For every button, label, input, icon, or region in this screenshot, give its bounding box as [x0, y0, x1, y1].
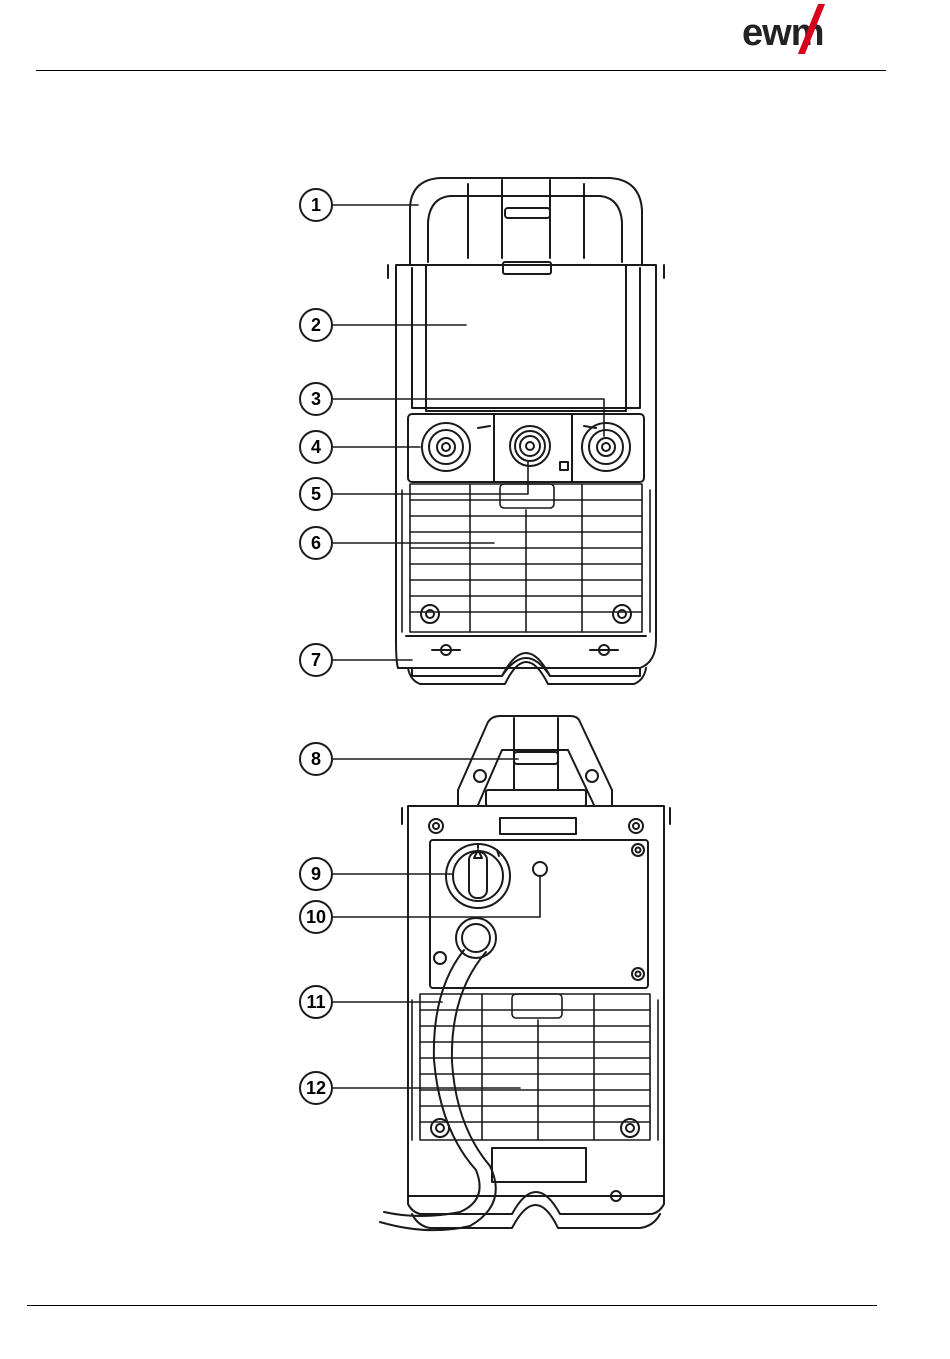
callout-11: 11 [300, 986, 332, 1018]
main-switch [446, 844, 510, 908]
callout-label: 12 [306, 1078, 326, 1098]
callout-label: 9 [311, 864, 321, 884]
callout-label: 11 [306, 992, 325, 1012]
callout-label: 7 [311, 650, 321, 670]
callout-7: 7 [300, 644, 332, 676]
callout-12: 12 [300, 1072, 332, 1104]
indicator-lamp [533, 862, 547, 876]
callout-label: 6 [311, 533, 321, 553]
callout-label: 1 [311, 195, 321, 215]
welding-socket-minus [422, 423, 470, 471]
callout-8: 8 [300, 743, 332, 775]
callout-markers: 1 2 3 4 5 6 7 8 9 10 11 12 [300, 189, 332, 1104]
welding-socket-plus [582, 423, 630, 471]
callout-4: 4 [300, 431, 332, 463]
rear-handle [458, 716, 612, 805]
rear-view [380, 716, 670, 1230]
front-view [388, 178, 664, 684]
callout-1: 1 [300, 189, 332, 221]
front-panel [412, 268, 640, 408]
callout-label: 10 [306, 907, 326, 927]
rear-air-grille [412, 994, 658, 1140]
callout-10: 10 [300, 901, 332, 933]
callout-label: 2 [311, 315, 321, 335]
front-air-grille [402, 484, 650, 632]
callout-label: 3 [311, 389, 321, 409]
callout-5: 5 [300, 478, 332, 510]
callout-label: 4 [311, 437, 321, 457]
rating-plate [492, 1148, 586, 1182]
callout-label: 8 [311, 749, 321, 769]
callout-label: 5 [311, 484, 321, 504]
callout-9: 9 [300, 858, 332, 890]
front-handle [410, 178, 642, 265]
callout-3: 3 [300, 383, 332, 415]
callout-6: 6 [300, 527, 332, 559]
callout-2: 2 [300, 309, 332, 341]
control-connector [510, 426, 550, 466]
